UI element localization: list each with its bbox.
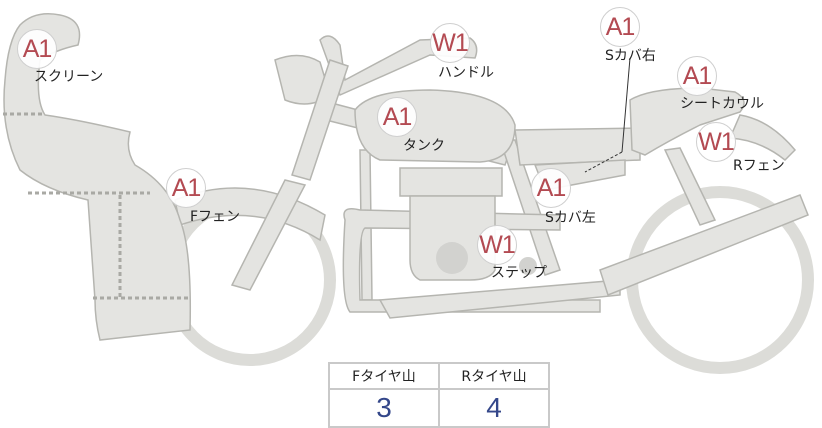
- badge-rear-fender: W1: [696, 122, 736, 162]
- badge-front-fender: A1: [166, 168, 206, 208]
- label-step: ステップ: [491, 265, 547, 281]
- badge-step: W1: [477, 225, 517, 265]
- label-rear-fender: Rフェン: [733, 158, 785, 174]
- badge-side-cover-right: A1: [600, 7, 640, 47]
- badge-tank: A1: [377, 97, 417, 137]
- badge-handle: W1: [430, 23, 470, 63]
- label-side-cover-left: Sカバ左: [545, 210, 596, 226]
- header-rear-tire: Rタイヤ山: [438, 362, 550, 390]
- tire-tread-table: Fタイヤ山 Rタイヤ山 3 4: [328, 362, 550, 428]
- label-seat-cowl: シートカウル: [680, 96, 764, 112]
- badge-screen: A1: [17, 29, 57, 69]
- value-front-tire: 3: [328, 388, 440, 428]
- label-front-fender: Fフェン: [190, 209, 241, 225]
- value-rear-tire: 4: [438, 388, 550, 428]
- label-tank: タンク: [403, 138, 445, 154]
- label-side-cover-right: Sカバ右: [605, 48, 656, 64]
- label-screen: スクリーン: [34, 69, 104, 85]
- badge-seat-cowl: A1: [677, 56, 717, 96]
- header-front-tire: Fタイヤ山: [328, 362, 440, 390]
- badge-side-cover-left: A1: [531, 168, 571, 208]
- label-handle: ハンドル: [438, 65, 494, 81]
